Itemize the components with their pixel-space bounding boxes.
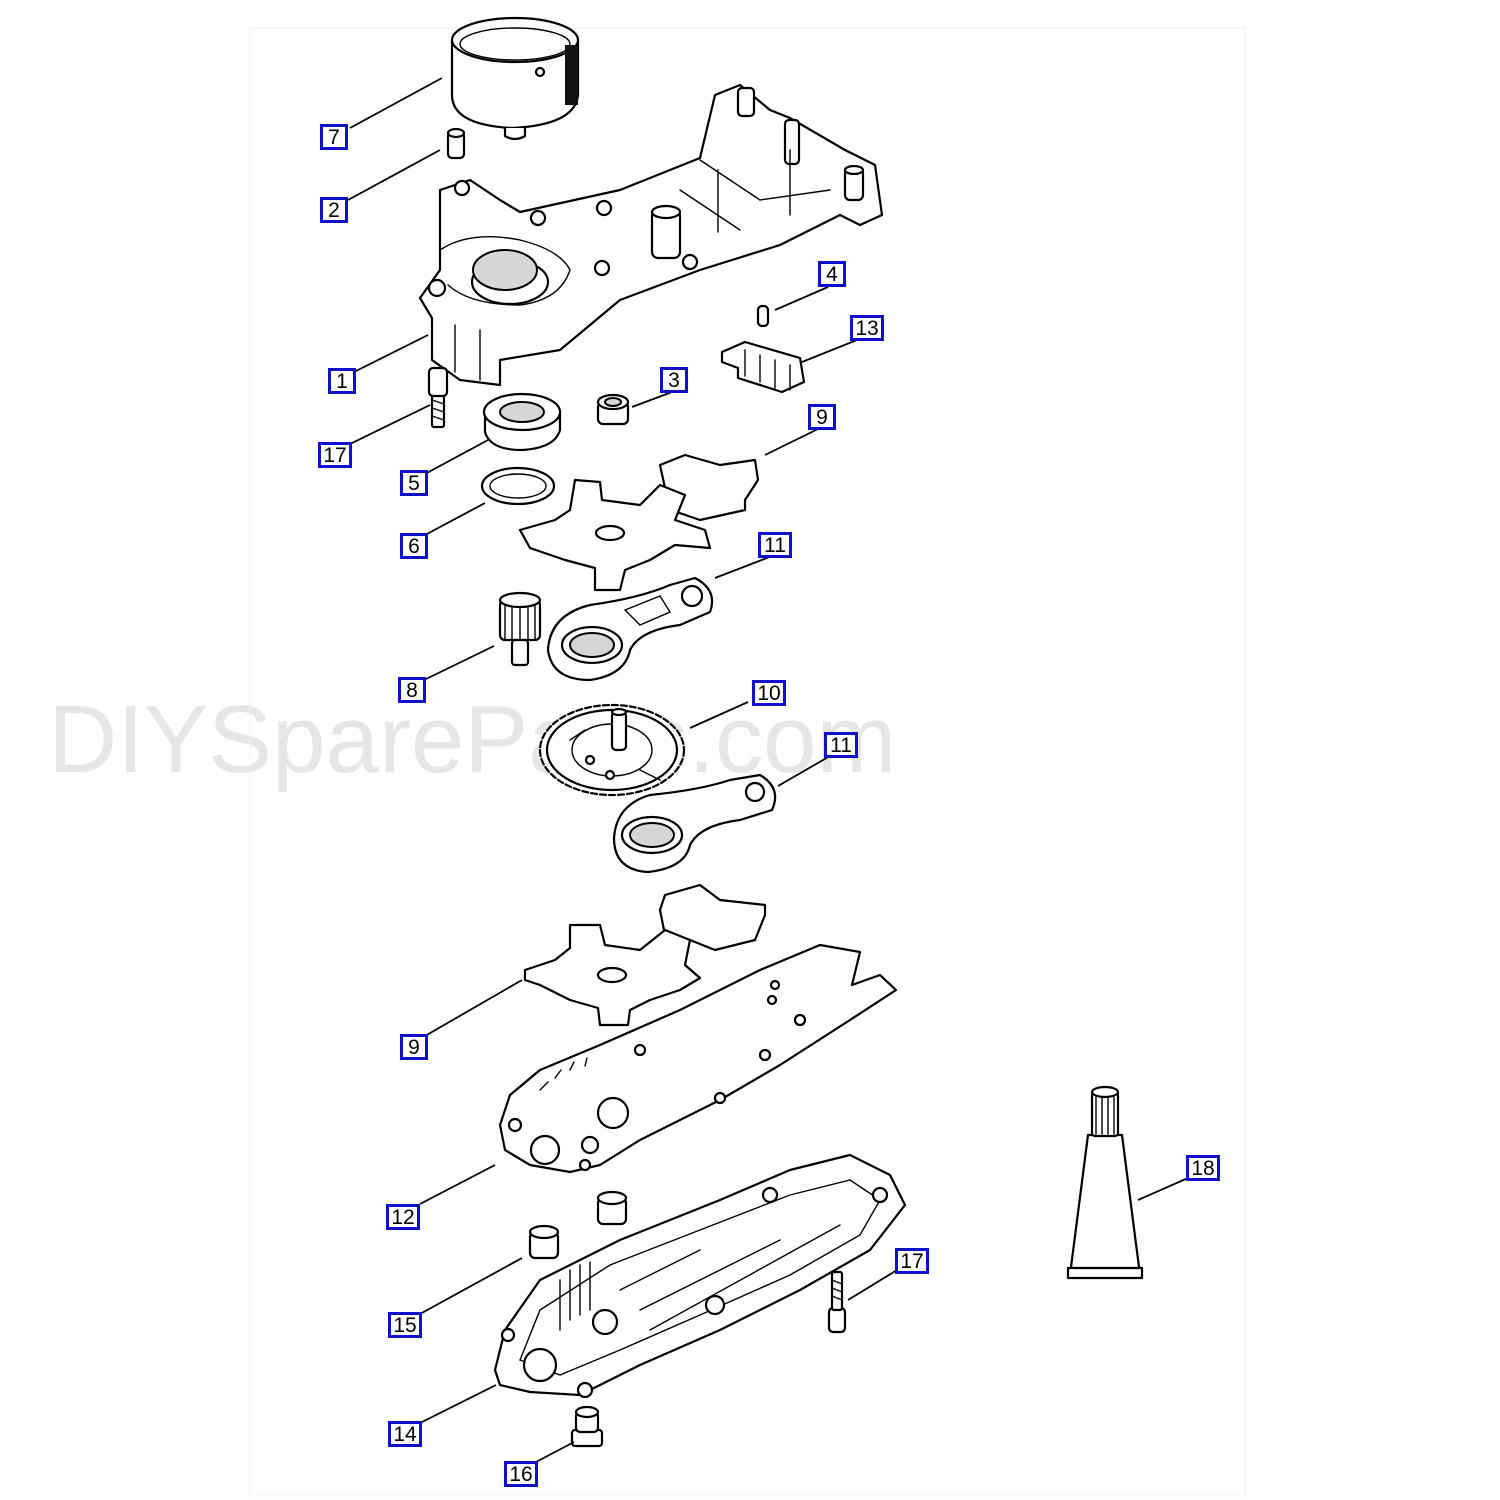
callout-1[interactable]: 1 xyxy=(328,368,356,394)
callout-14[interactable]: 14 xyxy=(388,1421,422,1447)
part-2-pin xyxy=(446,127,466,160)
drawing-frame xyxy=(249,27,1246,1497)
callout-10[interactable]: 10 xyxy=(752,680,786,706)
callout-9-upper[interactable]: 9 xyxy=(808,404,836,430)
callout-9-lower[interactable]: 9 xyxy=(400,1034,428,1060)
callout-17-upper[interactable]: 17 xyxy=(318,442,352,468)
callout-8[interactable]: 8 xyxy=(398,677,426,703)
callout-7[interactable]: 7 xyxy=(320,124,348,150)
callout-5[interactable]: 5 xyxy=(400,470,428,496)
leader-lines xyxy=(347,77,1189,1463)
callout-16[interactable]: 16 xyxy=(504,1461,538,1487)
callout-12[interactable]: 12 xyxy=(386,1204,420,1230)
part-5-bearing xyxy=(482,392,562,452)
part-1-gear-housing xyxy=(418,83,884,387)
part-9-plate-upper xyxy=(518,453,760,592)
part-18-grease-tube xyxy=(1066,1085,1144,1280)
part-17-screw-lower xyxy=(827,1270,847,1334)
part-4-pin xyxy=(756,304,770,328)
part-8-pinion xyxy=(498,591,542,667)
callout-4[interactable]: 4 xyxy=(818,261,846,287)
callout-17-lower[interactable]: 17 xyxy=(895,1248,929,1274)
callout-15[interactable]: 15 xyxy=(388,1312,422,1338)
callout-13[interactable]: 13 xyxy=(850,315,884,341)
part-16-plug xyxy=(570,1405,604,1448)
part-3-bushing xyxy=(596,393,630,426)
callout-11-lower[interactable]: 11 xyxy=(824,732,858,758)
callout-3[interactable]: 3 xyxy=(660,367,688,393)
part-11-arm-lower xyxy=(612,773,777,874)
part-11-arm-upper xyxy=(546,576,714,682)
part-6-circlip xyxy=(480,466,556,506)
part-17-screw-upper xyxy=(427,366,449,429)
callout-18[interactable]: 18 xyxy=(1186,1155,1220,1181)
part-7-cup xyxy=(450,16,580,141)
part-14-gear-cover xyxy=(493,1153,907,1399)
part-9-plate-lower xyxy=(523,883,767,1027)
part-15-bushings xyxy=(528,1190,628,1260)
part-10-gear xyxy=(538,703,686,797)
callout-11-upper[interactable]: 11 xyxy=(758,532,792,558)
part-13-connector xyxy=(720,340,806,394)
callout-6[interactable]: 6 xyxy=(400,533,428,559)
callout-2[interactable]: 2 xyxy=(320,197,348,223)
part-12-gasket-plate xyxy=(498,943,898,1174)
